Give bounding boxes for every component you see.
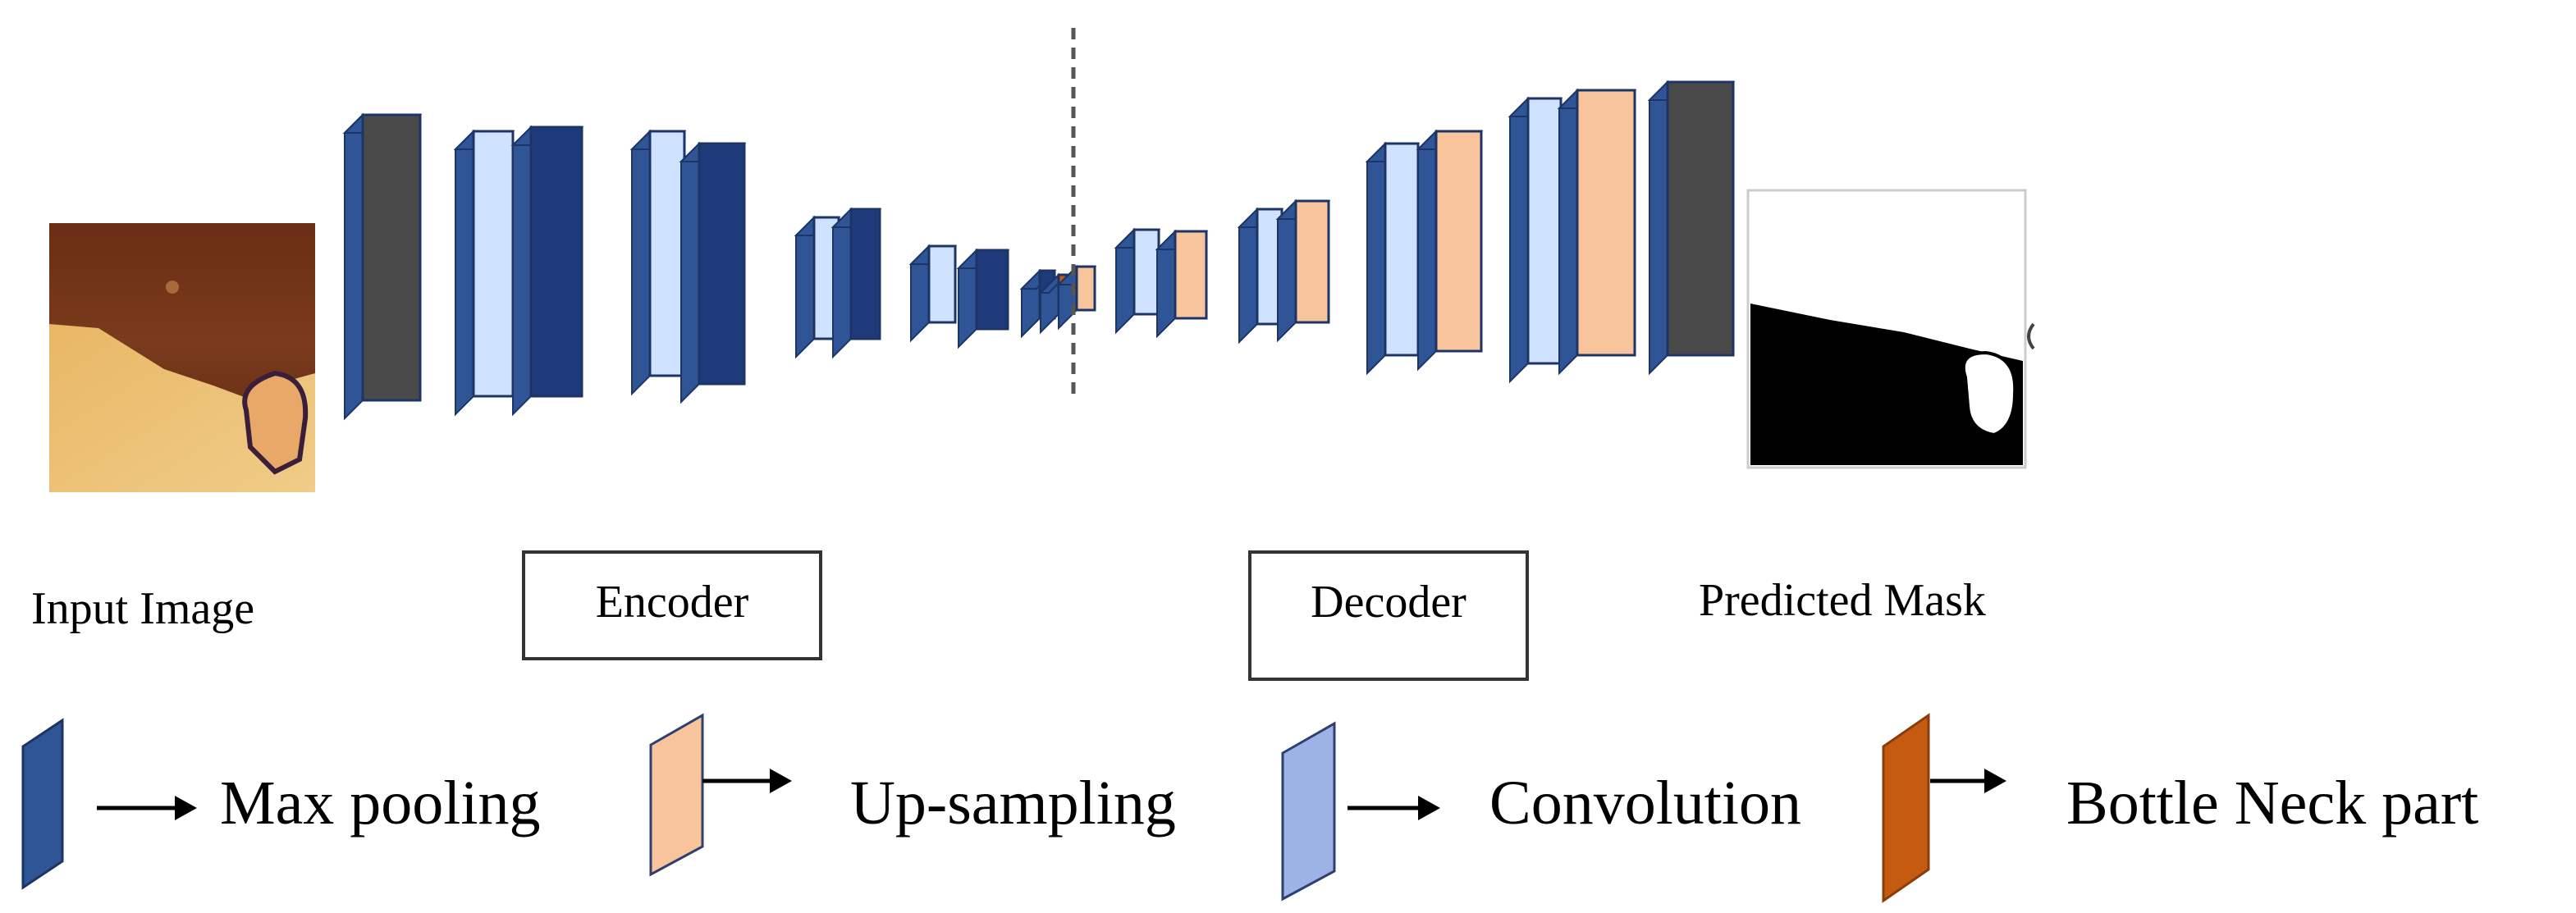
feature-block-15 (1237, 207, 1284, 345)
convolution-swatch-icon (1281, 721, 1336, 902)
legend-item-convolution: Convolution (1281, 721, 1801, 902)
feature-block-14 (1155, 229, 1209, 339)
feature-block-17 (1365, 141, 1421, 376)
encoder-label: Encoder (596, 577, 749, 628)
legend-label-bottleneck: Bottle Neck part (2066, 769, 2478, 838)
feature-block-1 (342, 112, 423, 421)
arrowhead-icon (770, 769, 792, 793)
predicted-mask (1746, 189, 2035, 469)
legend-label-max-pooling: Max pooling (220, 769, 541, 838)
feature-block-21 (1647, 80, 1736, 376)
feature-block-13 (1114, 227, 1161, 335)
predicted-mask-label: Predicted Mask (1699, 575, 1986, 626)
input-image-label: Input Image (31, 583, 254, 634)
legend-item-max-pooling: Max pooling (21, 718, 541, 890)
feature-block-9 (956, 248, 1010, 349)
legend-label-up-sampling: Up-sampling (850, 769, 1176, 838)
decoder-label-box (1248, 550, 1529, 681)
network-blocks (342, 80, 1736, 421)
up-sampling-swatch-icon (649, 713, 704, 877)
decoder-label: Decoder (1311, 577, 1466, 628)
feature-block-19 (1508, 96, 1563, 384)
feature-block-4 (629, 129, 687, 396)
feature-block-2 (453, 129, 515, 417)
input-image (49, 223, 315, 492)
legend-item-up-sampling: Up-sampling (649, 713, 1176, 877)
feature-block-3 (510, 125, 584, 417)
encoder-label-box (522, 550, 822, 660)
max-pooling-swatch-icon (21, 718, 64, 890)
feature-block-5 (679, 141, 747, 404)
arrowhead-icon (1984, 769, 2006, 793)
legend: Max pooling Up-sampling Convolution Bott… (21, 713, 2478, 903)
feature-block-20 (1557, 88, 1637, 376)
arrowhead-icon (1418, 796, 1440, 820)
feature-block-18 (1416, 129, 1484, 372)
feature-block-8 (908, 244, 958, 343)
legend-item-bottleneck: Bottle Neck part (1882, 713, 2478, 903)
arrowhead-icon (175, 796, 197, 820)
bottleneck-swatch-icon (1882, 713, 1930, 903)
feature-block-7 (830, 207, 882, 359)
feature-block-16 (1275, 199, 1331, 343)
legend-label-convolution: Convolution (1489, 769, 1801, 838)
